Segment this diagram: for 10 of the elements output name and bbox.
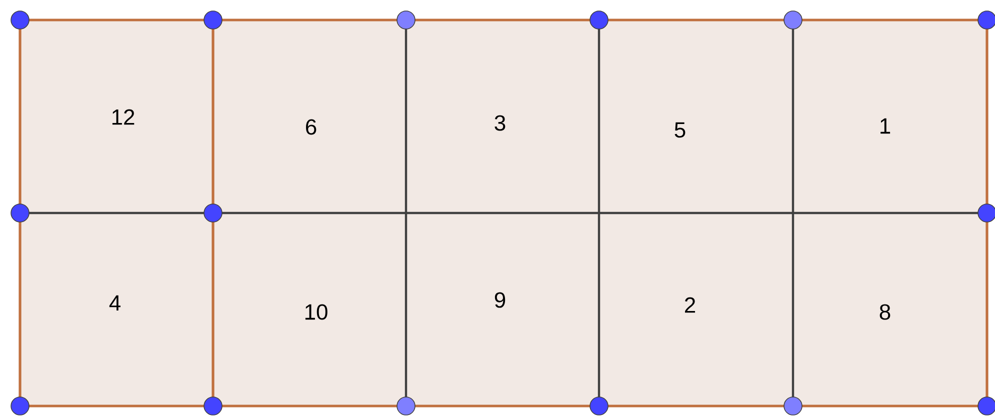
grid-cell: 10 xyxy=(213,213,406,406)
grid-cell: 5 xyxy=(599,20,793,213)
grid-cell: 2 xyxy=(599,213,793,406)
grid-cell: 1 xyxy=(793,20,987,213)
grid-cell: 8 xyxy=(793,213,987,406)
grid-cell: 6 xyxy=(213,20,406,213)
grid-cell: 9 xyxy=(406,213,599,406)
grid-cell: 4 xyxy=(20,213,214,406)
grid-cell: 12 xyxy=(20,20,214,213)
grid-cell: 3 xyxy=(406,20,599,213)
